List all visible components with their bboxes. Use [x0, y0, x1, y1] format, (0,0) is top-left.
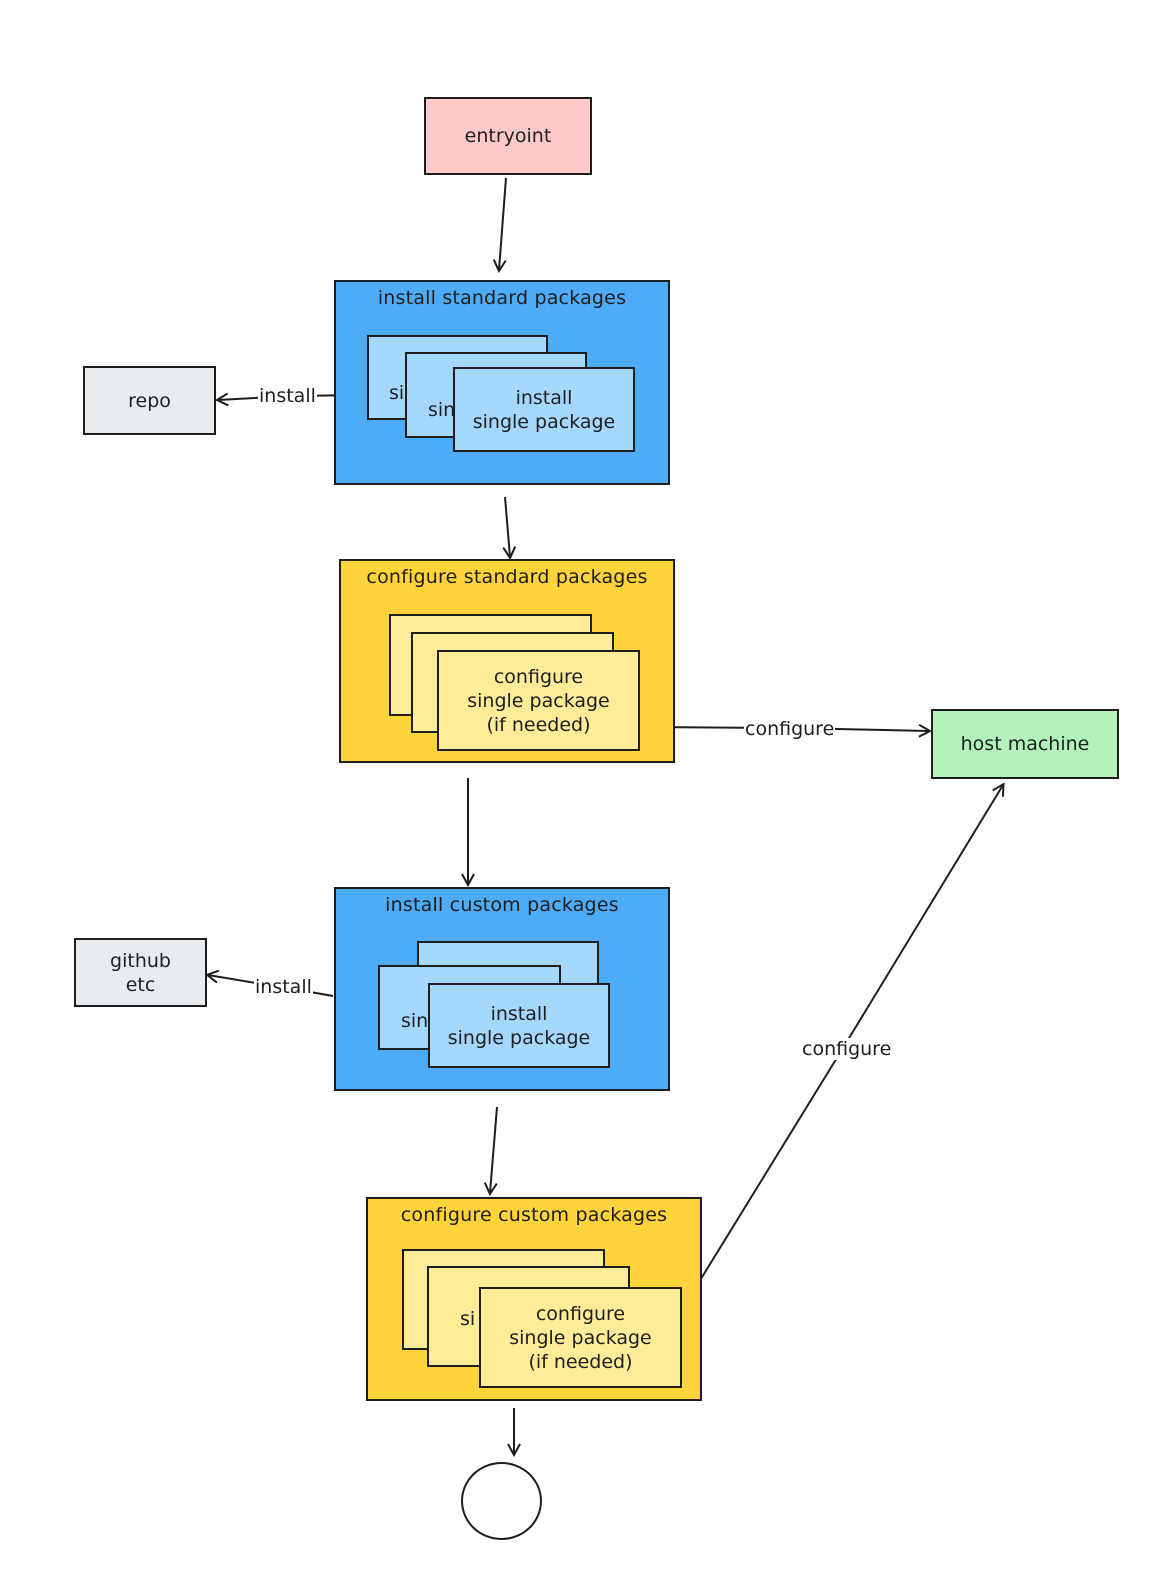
github-node[interactable]: github etc: [74, 938, 207, 1007]
install-custom-title: install custom packages: [385, 894, 619, 916]
repo-label: repo: [128, 389, 171, 412]
repo-node[interactable]: repo: [83, 366, 216, 435]
arrow-entry-to-install-standard: [499, 177, 507, 270]
entrypoint-node[interactable]: entryoint: [424, 97, 592, 175]
host-machine-label: host machine: [960, 733, 1090, 755]
install-standard-card-back-text: si: [389, 382, 405, 404]
edge-label-install-github: install: [254, 976, 313, 998]
entrypoint-label: entryoint: [464, 125, 552, 147]
arrow-install-to-github: [208, 975, 334, 997]
end-node[interactable]: [461, 1462, 542, 1540]
configure-standard-title: configure standard packages: [366, 566, 648, 588]
arrow-install-custom-to-configure-custom: [490, 1106, 498, 1193]
configure-custom-title: configure custom packages: [400, 1204, 668, 1226]
install-standard-title: install standard packages: [377, 287, 627, 309]
install-standard-card-front[interactable]: install single package: [453, 367, 635, 452]
install-standard-card-middle-text: sin: [428, 399, 456, 421]
github-label: github etc: [110, 949, 171, 996]
arrow-install-standard-to-configure-standard: [505, 496, 510, 557]
install-custom-card-label: install single package: [447, 1002, 591, 1049]
host-machine-node[interactable]: host machine: [931, 709, 1119, 779]
configure-standard-card-front[interactable]: configure single package (if needed): [437, 650, 640, 751]
edge-label-configure-host-2: configure: [801, 1038, 893, 1060]
configure-custom-card-front[interactable]: configure single package (if needed): [479, 1287, 682, 1388]
configure-custom-card-middle-text: si: [460, 1308, 476, 1330]
configure-standard-card-label: configure single package (if needed): [467, 665, 610, 736]
install-custom-card-front[interactable]: install single package: [428, 983, 610, 1068]
edge-label-install-repo: install: [258, 385, 317, 407]
install-standard-card-label: install single package: [472, 386, 616, 433]
configure-custom-card-label: configure single package (if needed): [509, 1302, 652, 1373]
edge-label-configure-host-1: configure: [744, 718, 836, 740]
